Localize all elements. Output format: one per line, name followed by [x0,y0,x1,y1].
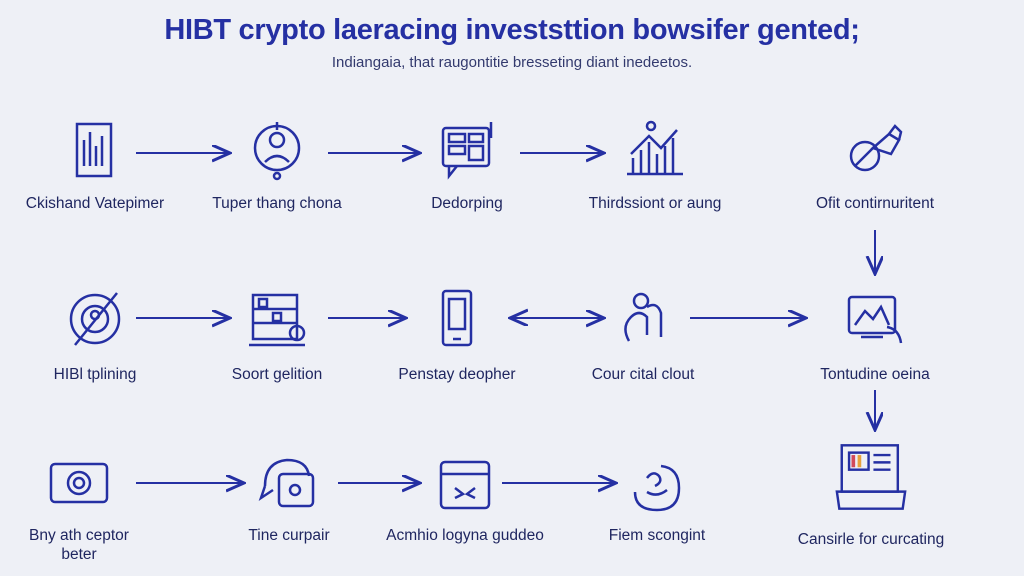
node-label: Cour cital clout [591,366,695,383]
hand-coin-icon [624,292,663,342]
node-label: Tuper thang chona [212,195,342,212]
node-label: Ckishand Vatepimer [25,195,165,212]
chat-bubbles-icon [258,458,315,508]
node-5: Ofit contirnuritent [780,118,970,213]
diagram-title: HIBT crypto laeracing investsttion bowsi… [164,14,860,46]
diagram-subtitle: Indiangaia, that raugontitie bresseting … [331,54,693,71]
node-label: Tontudine oeina [820,366,930,383]
camera-card-icon [49,462,109,504]
node-7: Soort gelition [182,287,372,384]
node-8: Penstay deopher [362,287,552,384]
calendar-icon [439,460,491,510]
node-label: Cansirle for curcating [797,531,945,548]
node-1: Ckishand Vatepimer [0,118,190,213]
node-label: Fiem scongint [608,527,706,544]
dashboard-panel-icon [441,122,493,180]
node-15: Cansirle for curcating [776,438,966,549]
node-12: Tine curpair [194,452,384,545]
warehouse-shelf-icon [249,293,306,347]
person-headset-icon [253,122,301,181]
blocked-security-icon [69,292,121,346]
node-4: Thirdssiont or aung [560,118,750,213]
node-label: Penstay deopher [398,366,516,383]
node-11: Bny ath ceptor beter [0,452,174,564]
rocket-launch-icon [849,124,903,172]
growth-bars-icon [627,120,683,176]
bar-chart-document-icon [75,122,113,178]
node-9: Cour cital clout [548,287,738,384]
node-label: Acmhio logyna guddeo [386,527,544,544]
node-2: Tuper thang chona [182,118,372,213]
node-label: Soort gelition [231,366,323,383]
node-13: Acmhio logyna guddeo [370,452,560,545]
tablet-chart-icon [847,295,903,344]
node-label: HIBl tplining [53,366,137,383]
mobile-device-icon [441,289,473,347]
computer-terminal-icon [835,444,907,510]
node-3: Dedorping [372,118,562,213]
node-label: Thirdssiont or aung [588,195,722,212]
node-label: Bny ath ceptor beter [29,527,129,563]
node-label: Ofit contirnuritent [815,195,935,212]
node-10: Tontudine oeina [780,287,970,384]
node-14: Fiem scongint [562,452,752,545]
node-6: HIBl tplining [0,287,190,384]
hand-care-icon [633,464,681,512]
node-label: Tine curpair [248,527,330,544]
node-label: Dedorping [431,195,503,212]
